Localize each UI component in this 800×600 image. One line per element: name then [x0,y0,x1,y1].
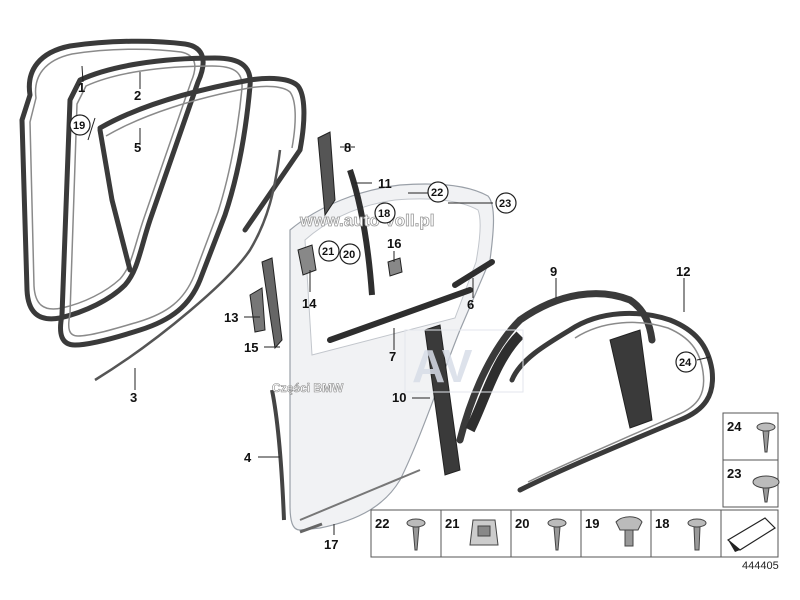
fastener-24-screw-icon [756,422,776,453]
part-13-clip [249,287,266,333]
circled-callout-19: 19 [73,120,85,132]
callout-1: 1 [78,80,85,95]
strip-4-b-pillar [270,389,286,521]
fastener-label-20: 20 [515,516,529,531]
seal-5-window-channel [97,75,307,273]
circled-callout-24: 24 [679,357,692,369]
callout-7: 7 [389,349,396,364]
callout-12: 12 [676,264,690,279]
callout-3: 3 [130,390,137,405]
fastener-label-18: 18 [655,516,669,531]
fastener-20-screw-icon [547,518,567,551]
fastener-21-nut-clip-icon [469,519,499,546]
callout-16: 16 [387,236,401,251]
circled-callout-21: 21 [322,246,334,258]
assembly-direction-arrow-icon [726,517,776,552]
fastener-22-screw-icon [406,518,426,551]
part-16-clip [387,257,403,277]
fastener-label-23: 23 [727,466,741,481]
leader-lines [81,65,711,535]
callout-2: 2 [134,88,141,103]
fastener-19-rivet-icon [615,516,643,547]
callout-9: 9 [550,264,557,279]
watermark-av-logo: AV [404,329,524,393]
fastener-18-screw-icon [687,518,707,551]
watermark-url: www.auto-voll.pl [299,211,434,230]
callout-6: 6 [467,297,474,312]
part-8-trim [317,131,336,217]
fastener-table: 24 23 22 21 20 19 18 [370,412,780,558]
part-14-bracket [297,244,317,276]
door-panel [289,183,495,534]
fastener-label-22: 22 [375,516,389,531]
strip-3-sill [94,149,282,382]
callout-11: 11 [378,176,392,191]
callout-labels: 1 2 3 4 5 6 7 8 9 10 11 12 13 14 15 16 1… [78,80,690,552]
seal-1-door-frame [19,38,206,322]
callout-8: 8 [344,140,351,155]
part-15-trim [261,257,283,350]
callout-15: 15 [244,340,258,355]
part-11-channel [347,169,375,296]
circled-callout-22: 22 [431,187,443,199]
callout-4: 4 [244,450,252,465]
svg-text:AV: AV [412,340,473,392]
fastener-label-19: 19 [585,516,599,531]
callout-13: 13 [224,310,238,325]
circled-callouts: 19 22 23 18 21 20 24 [69,114,697,373]
seal-2-door-opening [58,55,253,348]
fastener-label-24: 24 [727,419,742,434]
document-number: 444405 [742,560,779,572]
callout-10: 10 [392,390,406,405]
circled-callout-18: 18 [378,208,390,220]
callout-5: 5 [134,140,141,155]
seal-12-outer-frame [509,311,716,493]
circled-callout-20: 20 [343,249,355,261]
callout-14: 14 [302,296,317,311]
watermark-parts-text: Części BMW [272,381,344,395]
callout-17: 17 [324,537,338,552]
circled-callout-23: 23 [499,198,511,210]
part-10-pillar-trim [424,324,461,476]
fastener-label-21: 21 [445,516,459,531]
fastener-23-screw-icon [752,475,780,503]
